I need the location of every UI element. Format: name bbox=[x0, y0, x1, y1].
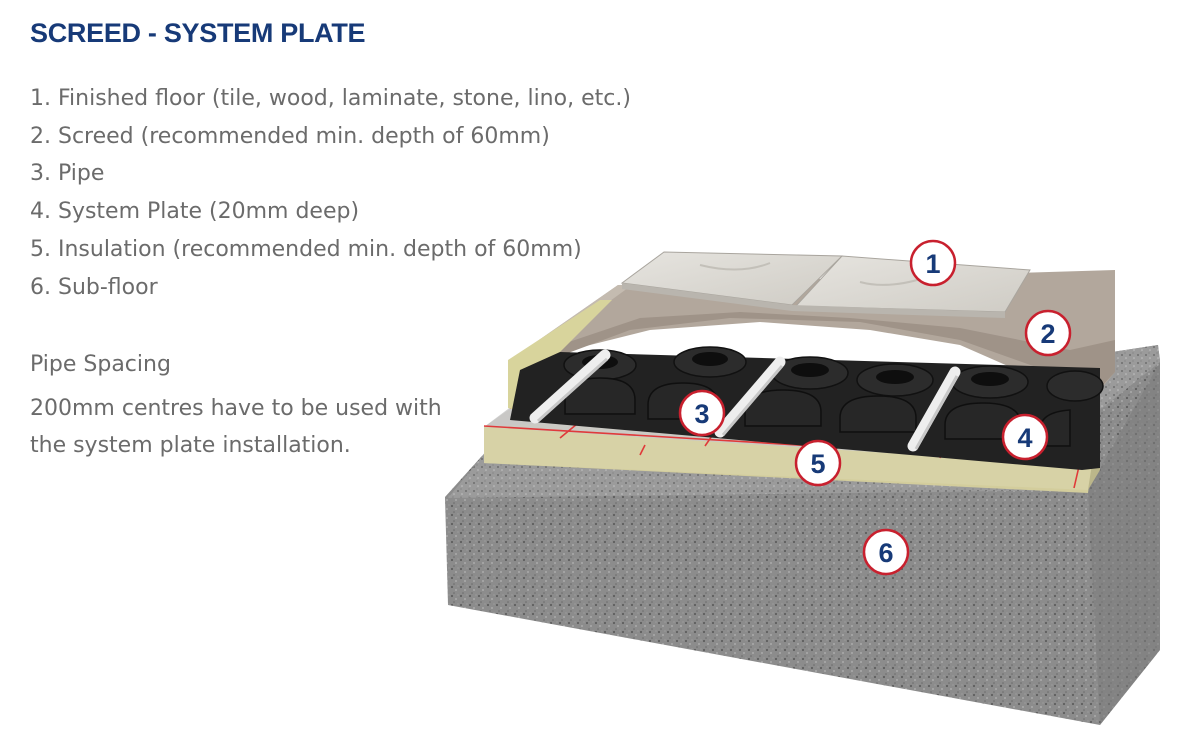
legend-item-screed: 2. Screed (recommended min. depth of 60m… bbox=[30, 123, 550, 149]
callout-2-number: 2 bbox=[1040, 319, 1055, 349]
legend-item-sub-floor: 6. Sub-floor bbox=[30, 274, 158, 300]
callout-3-number: 3 bbox=[694, 399, 709, 429]
legend-item-pipe: 3. Pipe bbox=[30, 161, 105, 187]
callout-1: 1 bbox=[909, 239, 957, 287]
callout-3: 3 bbox=[678, 389, 726, 437]
pipe-spacing-text: 200mm centres have to be used with the s… bbox=[30, 396, 442, 458]
pipe-spacing-heading: Pipe Spacing bbox=[30, 352, 171, 377]
page-title: SCREED - SYSTEM PLATE bbox=[30, 18, 366, 48]
callout-5: 5 bbox=[794, 439, 842, 487]
legend-item-finished-floor: 1. Finished floor (tile, wood, laminate,… bbox=[30, 86, 631, 111]
callout-4-number: 4 bbox=[1017, 423, 1032, 453]
legend-item-insulation: 5. Insulation (recommended min. depth of… bbox=[30, 236, 582, 262]
callout-5-number: 5 bbox=[810, 449, 825, 479]
legend-item-system-plate: 4. System Plate (20mm deep) bbox=[30, 199, 360, 225]
finished-floor-tiles bbox=[620, 251, 1031, 318]
callout-4: 4 bbox=[1001, 413, 1049, 461]
callout-2: 2 bbox=[1024, 309, 1072, 357]
layer-legend: 1. Finished floor (tile, wood, laminate,… bbox=[30, 80, 631, 306]
callout-6-number: 6 bbox=[878, 538, 893, 568]
system-plate bbox=[510, 346, 1104, 470]
callout-6: 6 bbox=[862, 528, 910, 576]
callout-1-number: 1 bbox=[925, 249, 940, 279]
